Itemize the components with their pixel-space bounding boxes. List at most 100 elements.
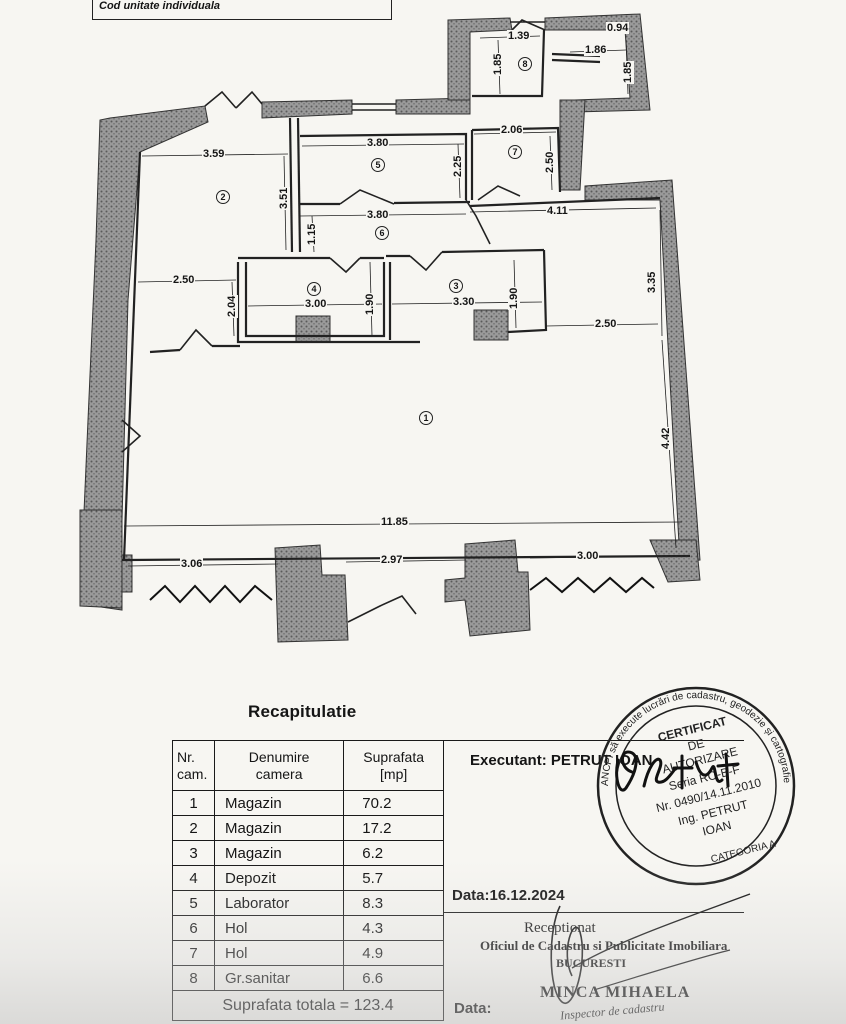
- table-row: 3 Magazin 6.2: [172, 840, 444, 866]
- cell-nr: 5: [172, 890, 215, 916]
- dim-label: 1.15: [306, 222, 318, 246]
- floor-plan-drawing: [79, 13, 701, 643]
- windows: [149, 576, 655, 604]
- room-number: 6: [375, 226, 389, 240]
- cell-area: 8.3: [343, 890, 444, 916]
- dim-label: 0.94: [606, 22, 630, 34]
- interior-lines: [121, 29, 691, 562]
- office-city: BUCURESTI: [556, 956, 627, 970]
- room-number: 8: [518, 57, 532, 71]
- dimension-lines: [123, 35, 683, 567]
- cell-area: 17.2: [343, 815, 444, 841]
- inspector-name: MINCA MIHAELA: [540, 984, 691, 1001]
- dim-label: 1.85: [622, 60, 634, 84]
- dim-label: 2.97: [380, 554, 404, 566]
- col-nr-label: Nr. cam.: [177, 748, 208, 782]
- room-number: 7: [508, 145, 522, 159]
- floor-plan: 1.39 0.94 1.86 1.85 1.85 3.80 2.06 3.59 …: [79, 13, 701, 643]
- cell-area: 6.6: [343, 965, 444, 991]
- dim-label: 3.59: [202, 148, 226, 160]
- stamp-line: DE: [686, 736, 706, 754]
- room-number: 4: [307, 282, 321, 296]
- stamp-line: IOAN: [701, 818, 733, 839]
- doors: [121, 19, 546, 623]
- recap-table: Nr. cam. Denumire camera Suprafata [mp] …: [172, 740, 444, 1021]
- table-row: 4 Depozit 5.7: [172, 865, 444, 891]
- dim-label: 1.85: [492, 52, 504, 76]
- dim-label: 1.90: [508, 286, 520, 310]
- col-name: Denumire camera: [213, 740, 345, 791]
- header-box: Cod unitate individuala: [92, 0, 392, 20]
- dim-label: 2.04: [226, 294, 238, 318]
- dim-label: 1.39: [507, 30, 531, 42]
- room-number: 2: [216, 190, 230, 204]
- dim-label: 2.50: [594, 318, 618, 330]
- dim-label: 3.06: [180, 558, 204, 570]
- cell-name: Laborator: [213, 890, 345, 916]
- dim-label: 3.51: [278, 186, 290, 210]
- dim-label: 3.80: [366, 137, 390, 149]
- cell-name: Gr.sanitar: [213, 965, 345, 991]
- cell-nr: 7: [172, 940, 215, 966]
- col-name-label: Denumire camera: [248, 748, 310, 782]
- right-panel: [444, 740, 744, 1024]
- room-number: 1: [419, 411, 433, 425]
- cell-name: Magazin: [213, 790, 345, 816]
- cell-name: Magazin: [213, 840, 345, 866]
- dim-label: 4.42: [660, 426, 672, 450]
- dim-label: 3.30: [452, 296, 476, 308]
- table-row: 7 Hol 4.9: [172, 940, 444, 966]
- room-number: 3: [449, 279, 463, 293]
- dim-label: 3.80: [366, 209, 390, 221]
- dim-label: 11.85: [380, 516, 409, 528]
- table-row: 6 Hol 4.3: [172, 915, 444, 941]
- dim-label: 4.11: [546, 205, 569, 217]
- cell-nr: 3: [172, 840, 215, 866]
- table-row: 2 Magazin 17.2: [172, 815, 444, 841]
- walls: [79, 13, 701, 643]
- header-cut-text: Cod unitate individuala: [99, 0, 221, 12]
- cell-area: 4.3: [343, 915, 444, 941]
- cell-nr: 8: [172, 965, 215, 991]
- office-name: Oficiul de Cadastru si Publicitate Imobi…: [480, 938, 728, 953]
- date-executant: Data:16.12.2024: [452, 887, 565, 904]
- executant-label: Executant: PETRUT IOAN: [470, 752, 653, 769]
- cell-name: Hol: [213, 915, 345, 941]
- cell-area: 6.2: [343, 840, 444, 866]
- dim-label: 1.86: [584, 44, 608, 56]
- dim-label: 2.50: [544, 150, 556, 174]
- dim-label: 3.00: [576, 550, 600, 562]
- cell-name: Magazin: [213, 815, 345, 841]
- total-area: Suprafata totala = 123.4: [172, 990, 444, 1021]
- certificate-stamp: ANCPI să execute lucrări de cadastru, ge…: [596, 686, 796, 886]
- cell-nr: 1: [172, 790, 215, 816]
- cell-area: 70.2: [343, 790, 444, 816]
- cell-nr: 4: [172, 865, 215, 891]
- dim-label: 2.06: [500, 124, 524, 136]
- date-reception: Data:: [454, 1000, 492, 1017]
- dim-label: 3.00: [304, 298, 328, 310]
- dim-label: 3.35: [646, 270, 658, 294]
- cell-nr: 6: [172, 915, 215, 941]
- col-area: Suprafata [mp]: [343, 740, 444, 791]
- room-number: 5: [371, 158, 385, 172]
- divider: [444, 912, 744, 913]
- recap-title: Recapitulatie: [248, 702, 357, 721]
- cell-name: Hol: [213, 940, 345, 966]
- total-row: Suprafata totala = 123.4: [172, 990, 444, 1021]
- cell-nr: 2: [172, 815, 215, 841]
- table-row: 8 Gr.sanitar 6.6: [172, 965, 444, 991]
- receptionat-label: Receptionat: [524, 920, 596, 936]
- dim-label: 2.25: [452, 154, 464, 178]
- handwritten-signature: [615, 750, 740, 792]
- cell-name: Depozit: [213, 865, 345, 891]
- col-nr: Nr. cam.: [172, 740, 215, 791]
- cell-area: 5.7: [343, 865, 444, 891]
- col-area-label: Suprafata [mp]: [363, 748, 424, 782]
- recap-header-row: Nr. cam. Denumire camera Suprafata [mp]: [172, 740, 444, 791]
- table-row: 5 Laborator 8.3: [172, 890, 444, 916]
- table-row: 1 Magazin 70.2: [172, 790, 444, 816]
- dim-label: 2.50: [172, 274, 196, 286]
- cell-area: 4.9: [343, 940, 444, 966]
- dim-label: 1.90: [364, 292, 376, 316]
